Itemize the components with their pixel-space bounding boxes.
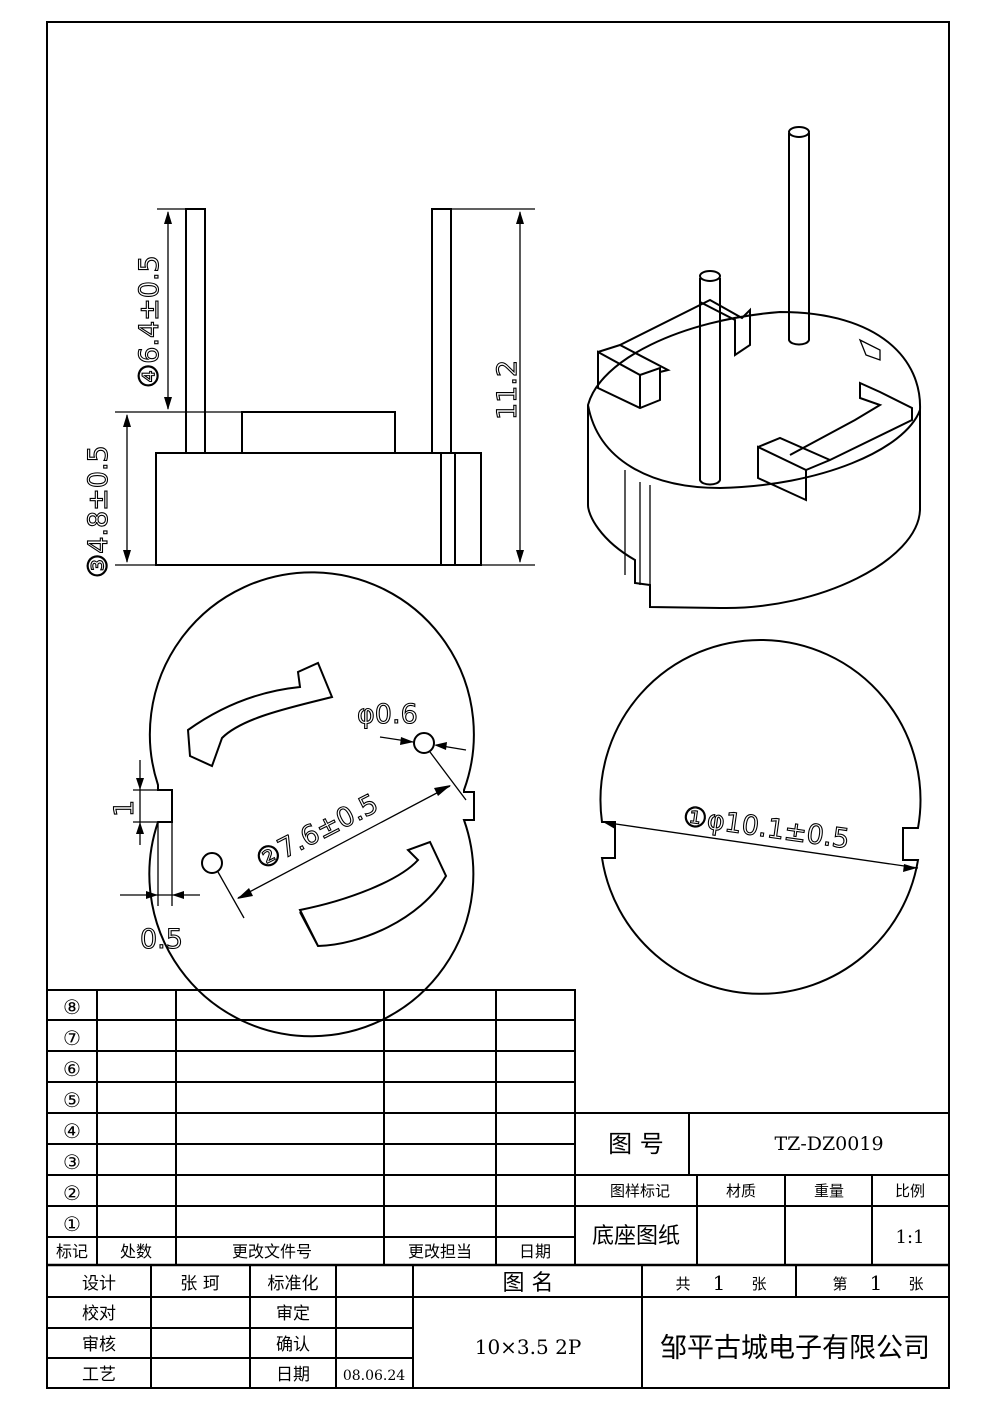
rev-row-label: ② [63,1181,81,1205]
rev-row-label: ⑧ [63,995,81,1019]
pin-hole-left [201,852,223,874]
right-pin [431,208,452,454]
title-block: 图 号 TZ-DZ0019 图样标记 材质 重量 比例 底座图纸 1:1 [575,1112,949,1265]
top-block [241,411,396,454]
designer-name: 张 珂 [180,1274,219,1294]
rev-row-label: ⑦ [63,1026,81,1050]
isometric-view [587,126,922,610]
scale-label: 比例 [895,1182,925,1200]
rev-header-count: 处数 [120,1242,152,1261]
design-label: 设计 [82,1274,116,1294]
rev-row-label: ④ [63,1119,81,1143]
rev-row-label: ⑥ [63,1057,81,1081]
dim-base-height: ③4.8±0.5 [83,445,114,578]
side-view: ④6.4±0.5 ③4.8±0.5 11.2 [82,208,535,579]
bottom-title-block: 设计 张 珂 标准化 校对 审定 审核 确认 工艺 日期 08.06.24 图 … [47,1265,949,1388]
rev-row-label: ⑤ [63,1088,81,1112]
dim-slot-width: 1 [109,800,140,817]
sheet-number: 1 [870,1271,883,1295]
total-prefix: 共 [675,1275,690,1293]
review-label: 审核 [82,1335,116,1355]
total-sheets: 1 [713,1271,726,1295]
approve-label: 审定 [276,1304,310,1324]
process-label: 工艺 [82,1365,116,1385]
confirm-label: 确认 [276,1335,310,1355]
dim-hole-diameter: φ0.6 [357,699,418,730]
company-name: 邹平古城电子有限公司 [660,1333,930,1364]
dim-slot-depth: 0.5 [140,924,183,955]
pin-hole-right [413,732,435,754]
rev-header-doc: 更改文件号 [232,1242,312,1261]
top-view: ②7.6±0.5 φ0.6 1 0.5 [108,571,475,1038]
date-value: 08.06.24 [343,1368,405,1384]
dim-diameter: ①φ10.1±0.5 [681,801,851,855]
date-label: 日期 [276,1365,310,1385]
sheet-border [46,21,950,1389]
mark-label: 图样标记 [610,1182,670,1200]
rev-header-mark: 标记 [56,1242,88,1261]
weight-label: 重量 [814,1182,844,1200]
standard-label: 标准化 [268,1274,319,1294]
revision-table: ⑧ ⑦ ⑥ ⑤ ④ ③ ② ① 标记 处数 更改文件号 更改担当 日期 [47,989,949,1267]
rev-row-label: ③ [63,1150,81,1174]
drawing-no-label: 图 号 [608,1130,664,1158]
scale-value: 1:1 [896,1227,925,1248]
dim-pin-length: ④6.4±0.5 [134,255,165,388]
sheet-prefix: 第 [832,1275,847,1293]
rev-header-owner: 更改担当 [408,1242,472,1261]
sheet-suffix: 张 [908,1275,923,1293]
part-name: 10×3.5 2P [475,1335,582,1359]
base-body [155,452,482,566]
total-suffix: 张 [751,1275,766,1293]
name-label: 图 名 [503,1271,554,1296]
left-pin [185,208,206,454]
bottom-view: ①φ10.1±0.5 [599,638,922,995]
dim-total-height: 11.2 [492,360,523,420]
rev-row-label: ① [63,1212,81,1236]
material-label: 材质 [726,1182,756,1200]
check-label: 校对 [82,1304,116,1324]
rev-header-date: 日期 [519,1242,551,1261]
drawing-no: TZ-DZ0019 [774,1133,883,1155]
drawing-type: 底座图纸 [592,1224,680,1249]
